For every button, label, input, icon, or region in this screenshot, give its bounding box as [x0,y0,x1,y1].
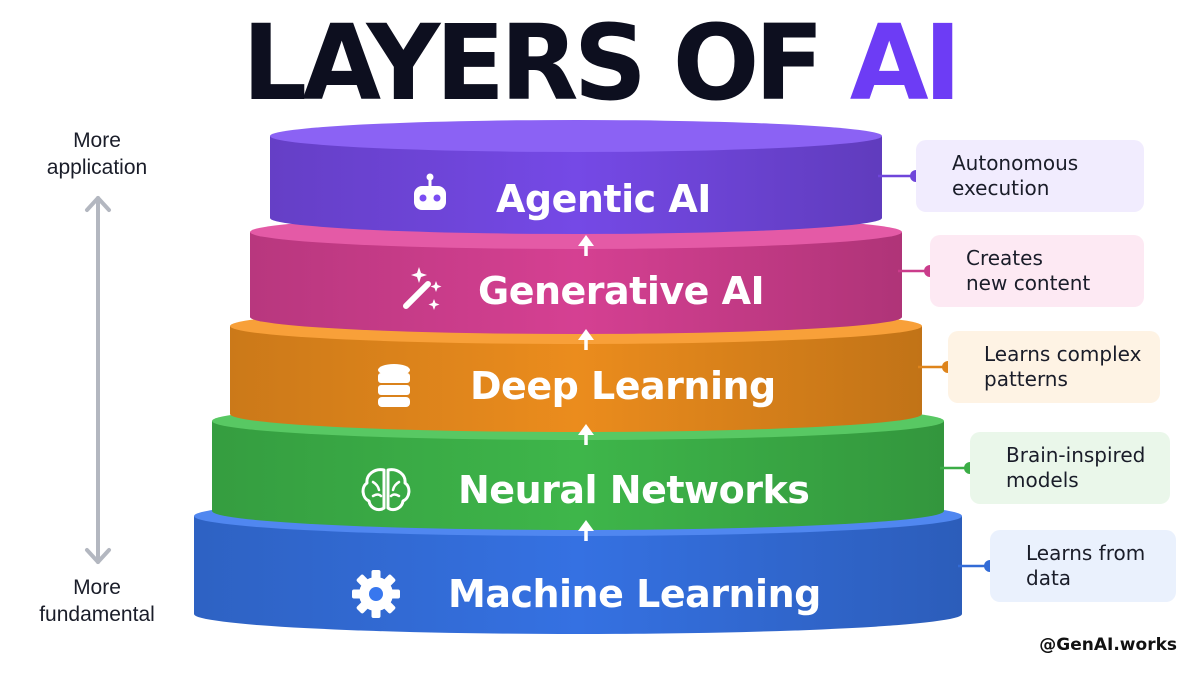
axis-bottom-label: More fundamental [12,574,182,628]
brain-icon [361,468,411,512]
double-arrow-icon [85,196,111,564]
callout-line: patterns [984,367,1068,391]
layer-side [250,232,902,334]
callout-line: Autonomous [952,151,1079,175]
gear-icon [352,570,400,618]
title-main: LAYERS OF [242,2,850,124]
callout-line: models [1006,468,1079,492]
layer-label-machine-learning: Machine Learning [448,572,821,616]
layer-side [212,421,944,530]
axis-bottom-line-1: More [73,576,121,599]
callout-line: Learns complex [984,342,1142,366]
layer-disc-agentic-ai [270,120,882,234]
layer-label-agentic-ai: Agentic AI [496,177,711,221]
up-arrow-icon [578,424,594,445]
axis-top-line-1: More [73,129,121,152]
axis-top-line-2: application [46,156,148,179]
up-arrow-icon [578,520,594,541]
layer-label-deep-learning: Deep Learning [470,364,776,408]
callout-line: Creates [966,246,1043,270]
title-accent: AI [849,2,962,124]
database-icon [378,364,410,407]
layer-label-generative-ai: Generative AI [478,269,765,313]
magic-wand-icon [403,267,442,310]
axis-top-label: More application [12,127,182,181]
callout-line: Brain-inspired [1006,443,1146,467]
callout-line: data [1026,566,1072,590]
robot-icon [414,173,446,210]
layer-top [270,120,882,152]
layer-label-neural-networks: Neural Networks [458,468,810,512]
up-arrow-icon [578,235,594,256]
callout-line: new content [966,271,1091,295]
up-arrow-icon [578,329,594,350]
page-title: LAYERS OF AI [12,4,1187,122]
axis-bottom-line-2: fundamental [39,603,155,626]
watermark: @GenAI.works [1039,635,1177,655]
callout-line: execution [952,176,1050,200]
callout-line: Learns from [1026,541,1146,565]
